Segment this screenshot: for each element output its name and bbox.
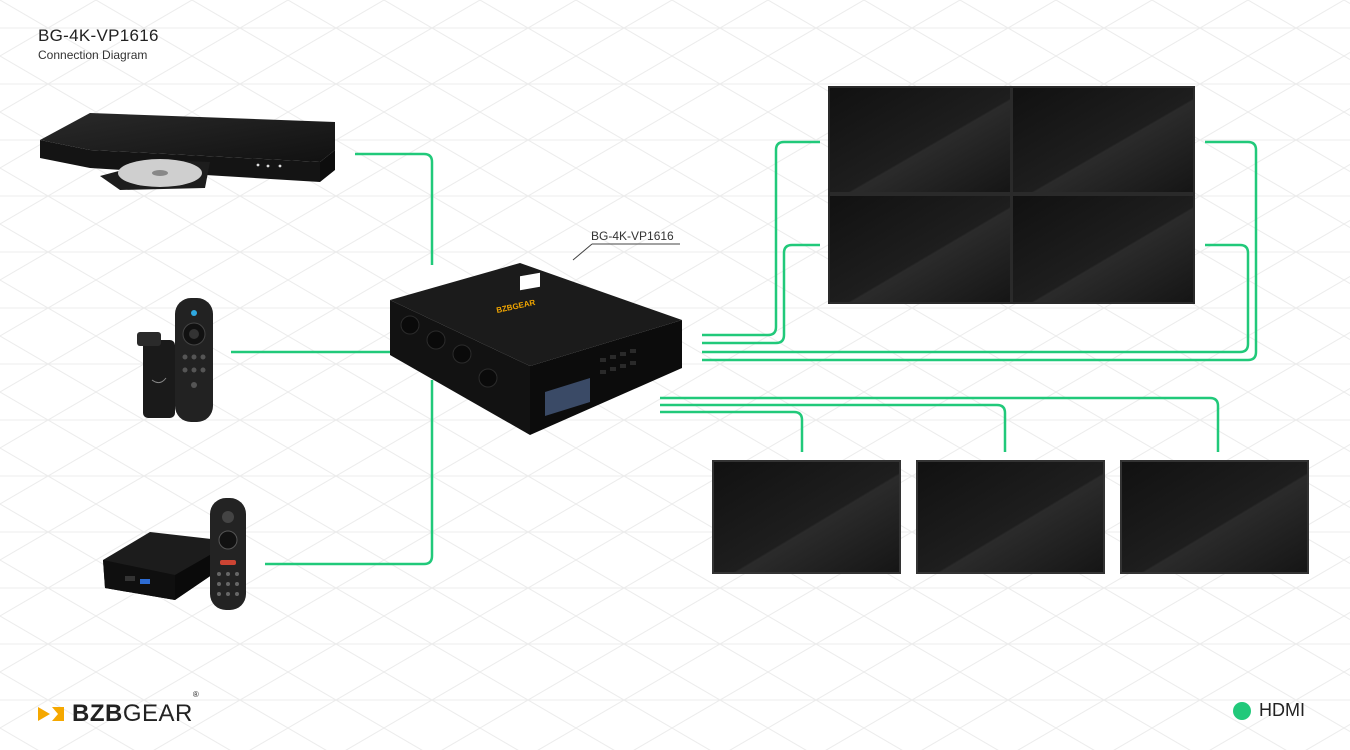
cable-wall-2 (702, 243, 820, 345)
blu-ray-player (40, 113, 335, 190)
streaming-stick-with-remote (137, 298, 213, 422)
display-4 (1013, 196, 1193, 302)
display-row (712, 460, 1309, 574)
hdmi-legend-swatch (1233, 701, 1251, 720)
brand-name-bold: BZB (72, 700, 123, 727)
media-box-with-remote (103, 498, 246, 610)
device-callout-label: BG-4K-VP1616 (591, 229, 674, 243)
brand-name-light: GEAR (122, 700, 193, 727)
cable-bluray (355, 152, 434, 265)
display-6 (916, 460, 1105, 574)
cable-row-3 (660, 410, 804, 452)
bzbgear-logo-icon (38, 707, 64, 721)
display-3 (830, 196, 1010, 302)
display-5 (712, 460, 901, 574)
page-title: BG-4K-VP1616 (38, 26, 159, 45)
legend: HDMI (1233, 700, 1305, 721)
cable-wall-3 (702, 243, 1250, 354)
matrix-switcher-device: BZBGEAR (390, 263, 682, 435)
display-2 (1013, 88, 1193, 192)
display-1 (830, 88, 1010, 192)
device-callout: BG-4K-VP1616 (572, 229, 680, 261)
registered-mark: ® (192, 690, 200, 699)
page-subtitle: Connection Diagram (38, 48, 148, 62)
cable-wall-4 (702, 140, 1258, 362)
video-wall (828, 86, 1195, 304)
display-7 (1120, 460, 1309, 574)
cable-wall-1 (702, 140, 820, 337)
cable-row-1 (660, 396, 1220, 452)
cable-mediabox (265, 380, 434, 566)
cable-row-2 (660, 403, 1007, 452)
hdmi-legend-label: HDMI (1259, 700, 1305, 720)
hdmi-cables (231, 140, 1258, 566)
brand-logo: BZBGEAR® (36, 690, 199, 728)
header: BG-4K-VP1616 Connection Diagram (38, 26, 159, 62)
